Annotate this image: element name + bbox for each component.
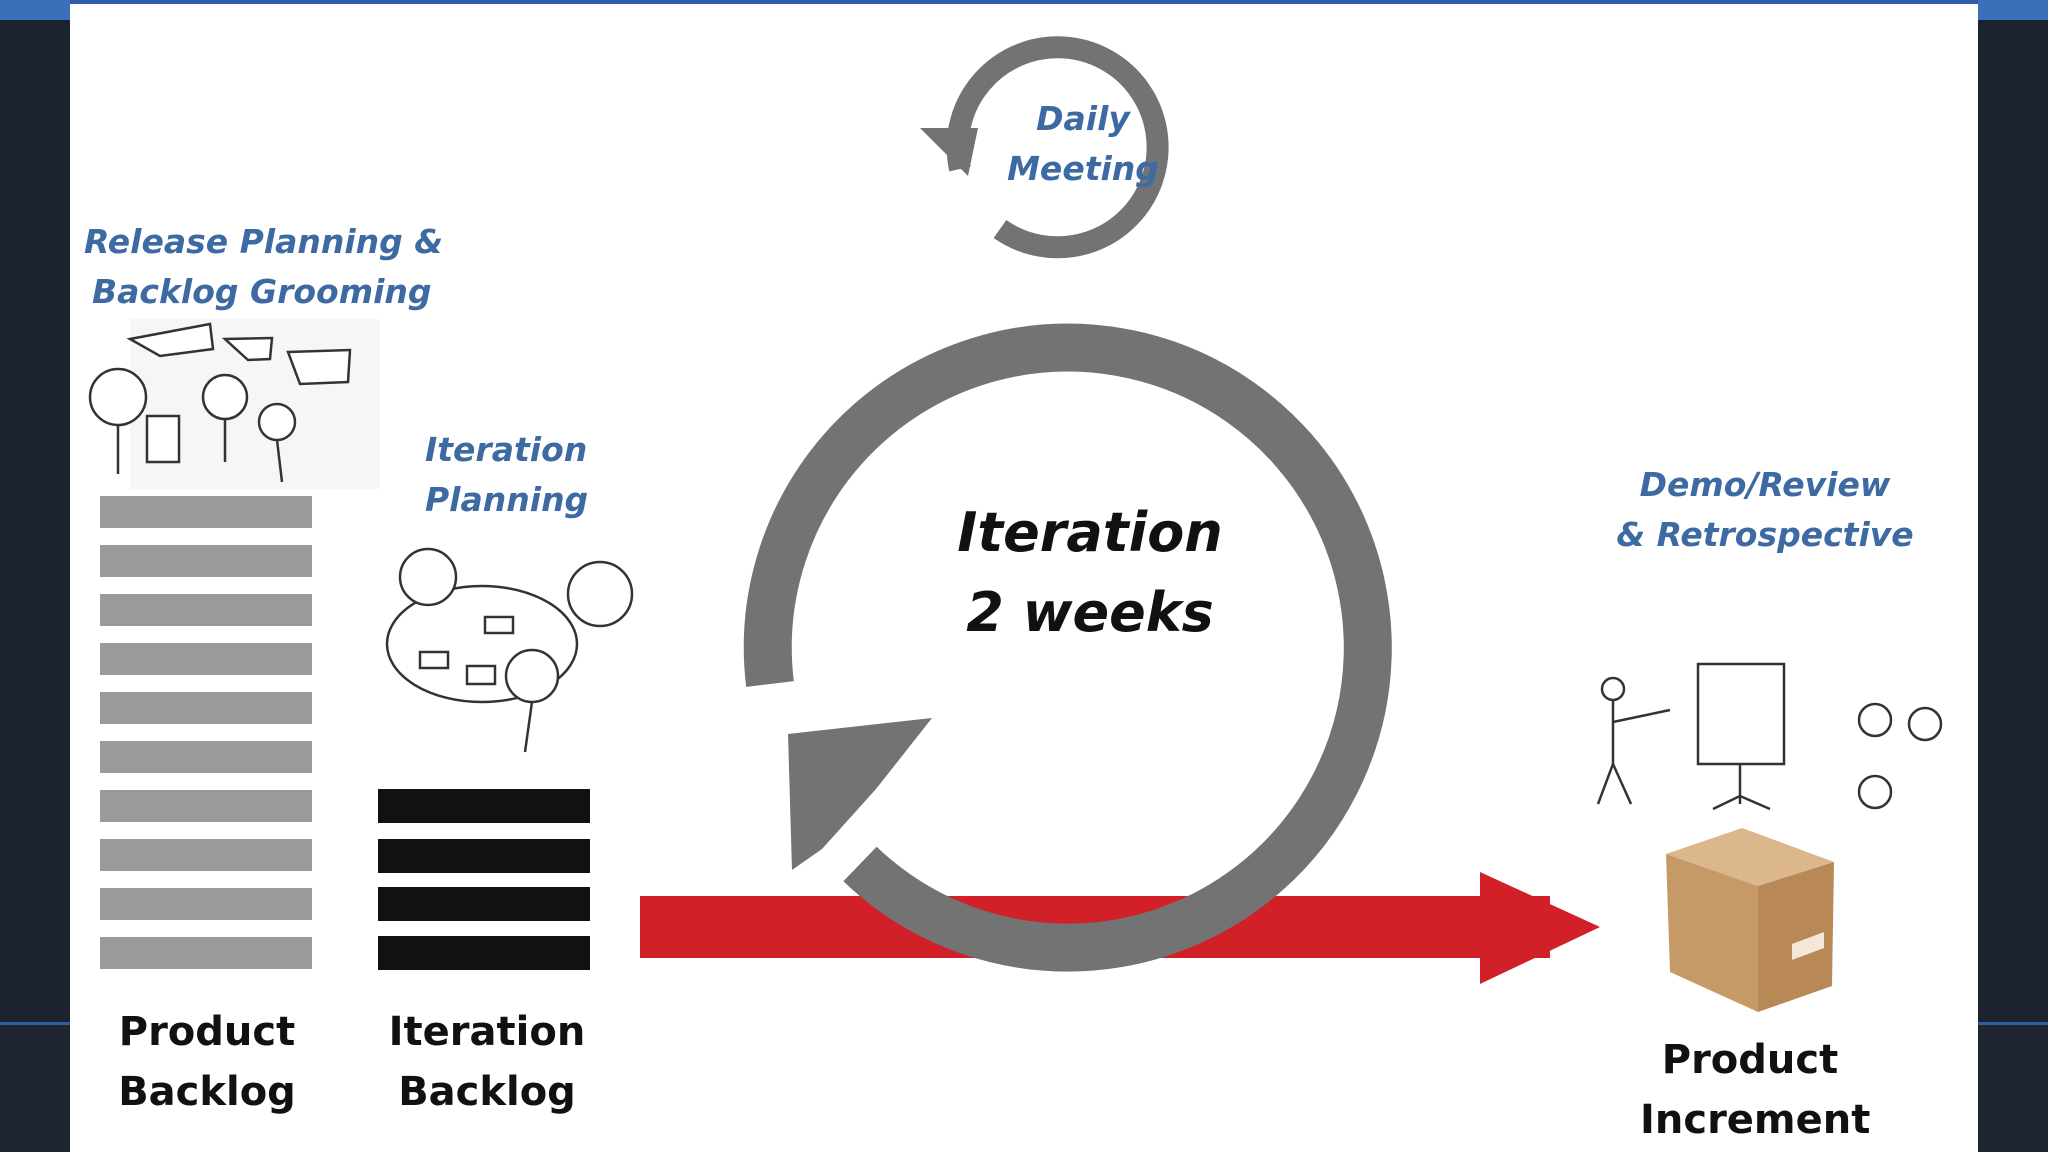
top-right-accent (1978, 0, 2048, 20)
daily-meeting-label: Daily Meeting (1007, 99, 1159, 188)
product-increment-label: Product Increment (1640, 1037, 1871, 1143)
product-backlog-item (100, 888, 312, 920)
iteration-backlog-label: Iteration Backlog (388, 1009, 586, 1115)
daily-meeting-cycle-arrow (920, 36, 1169, 259)
product-backlog-item (100, 790, 312, 822)
iteration-backlog-item (378, 887, 590, 921)
product-backlog-item (100, 643, 312, 675)
slide: Release Planning & Backlog Grooming Iter… (70, 4, 1978, 1152)
product-backlog-item (100, 839, 312, 871)
release-planning-label: Release Planning & Backlog Grooming (84, 222, 444, 311)
release-planning-sketch (88, 319, 380, 489)
product-backlog-label: Product Backlog (118, 1009, 296, 1115)
product-box-icon (1666, 828, 1834, 1012)
demo-review-label: Demo/Review & Retrospective (1616, 465, 1914, 554)
product-backlog-item (100, 692, 312, 724)
iteration-backlog-item (378, 936, 590, 970)
iteration-backlog-item (378, 839, 590, 873)
product-backlog-item (100, 937, 312, 969)
iteration-planning-sketch (385, 547, 634, 753)
iteration-backlog-item (378, 789, 590, 823)
iteration-planning-label: Iteration Planning (425, 430, 589, 519)
demo-review-sketch (1596, 662, 1943, 811)
product-backlog-item (100, 496, 312, 528)
product-backlog-item (100, 741, 312, 773)
product-backlog-item (100, 594, 312, 626)
iteration-duration-label: Iteration 2 weeks (957, 501, 1223, 644)
product-backlog-item (100, 545, 312, 577)
scrum-diagram (88, 36, 1943, 1012)
iteration-cycle-arrow (743, 323, 1392, 972)
top-left-accent (0, 0, 70, 20)
